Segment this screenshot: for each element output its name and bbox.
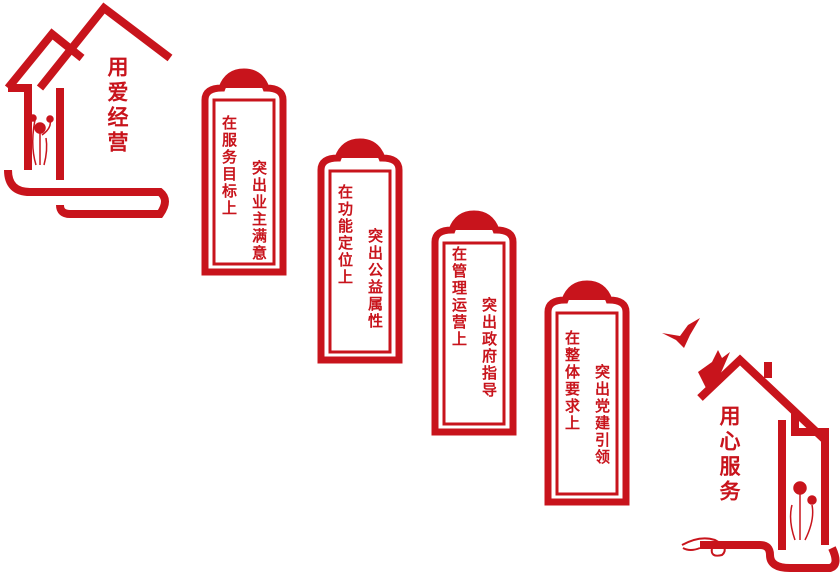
panel-frames — [201, 68, 630, 506]
panel-1-col1: 在服务目标上 — [220, 115, 238, 217]
panel-3-col1: 在管理运营上 — [450, 246, 468, 348]
panel-4-col1: 在整体要求上 — [563, 330, 581, 432]
panel-4-col2: 突出党建引领 — [593, 364, 611, 466]
left-lotus-icon — [29, 114, 54, 166]
right-house-slogan: 用心服务 — [717, 405, 741, 505]
right-house-frame-icon — [697, 354, 840, 572]
panel-1-col2: 突出业主满意 — [250, 160, 268, 262]
panel-2-frame — [317, 138, 403, 364]
left-house-slogan: 用爱经营 — [105, 56, 129, 156]
dove-icon — [662, 318, 730, 388]
right-lotus-icon — [789, 481, 817, 541]
panel-1-frame — [201, 68, 287, 276]
panel-2-col2: 突出公益属性 — [366, 228, 384, 330]
cloud-icon — [681, 537, 726, 557]
panel-3-col2: 突出政府指导 — [480, 297, 498, 399]
panel-3-frame — [431, 210, 517, 436]
panel-2-col1: 在功能定位上 — [336, 184, 354, 286]
panel-4-frame — [544, 280, 630, 506]
left-house-frame-icon — [4, 2, 173, 218]
